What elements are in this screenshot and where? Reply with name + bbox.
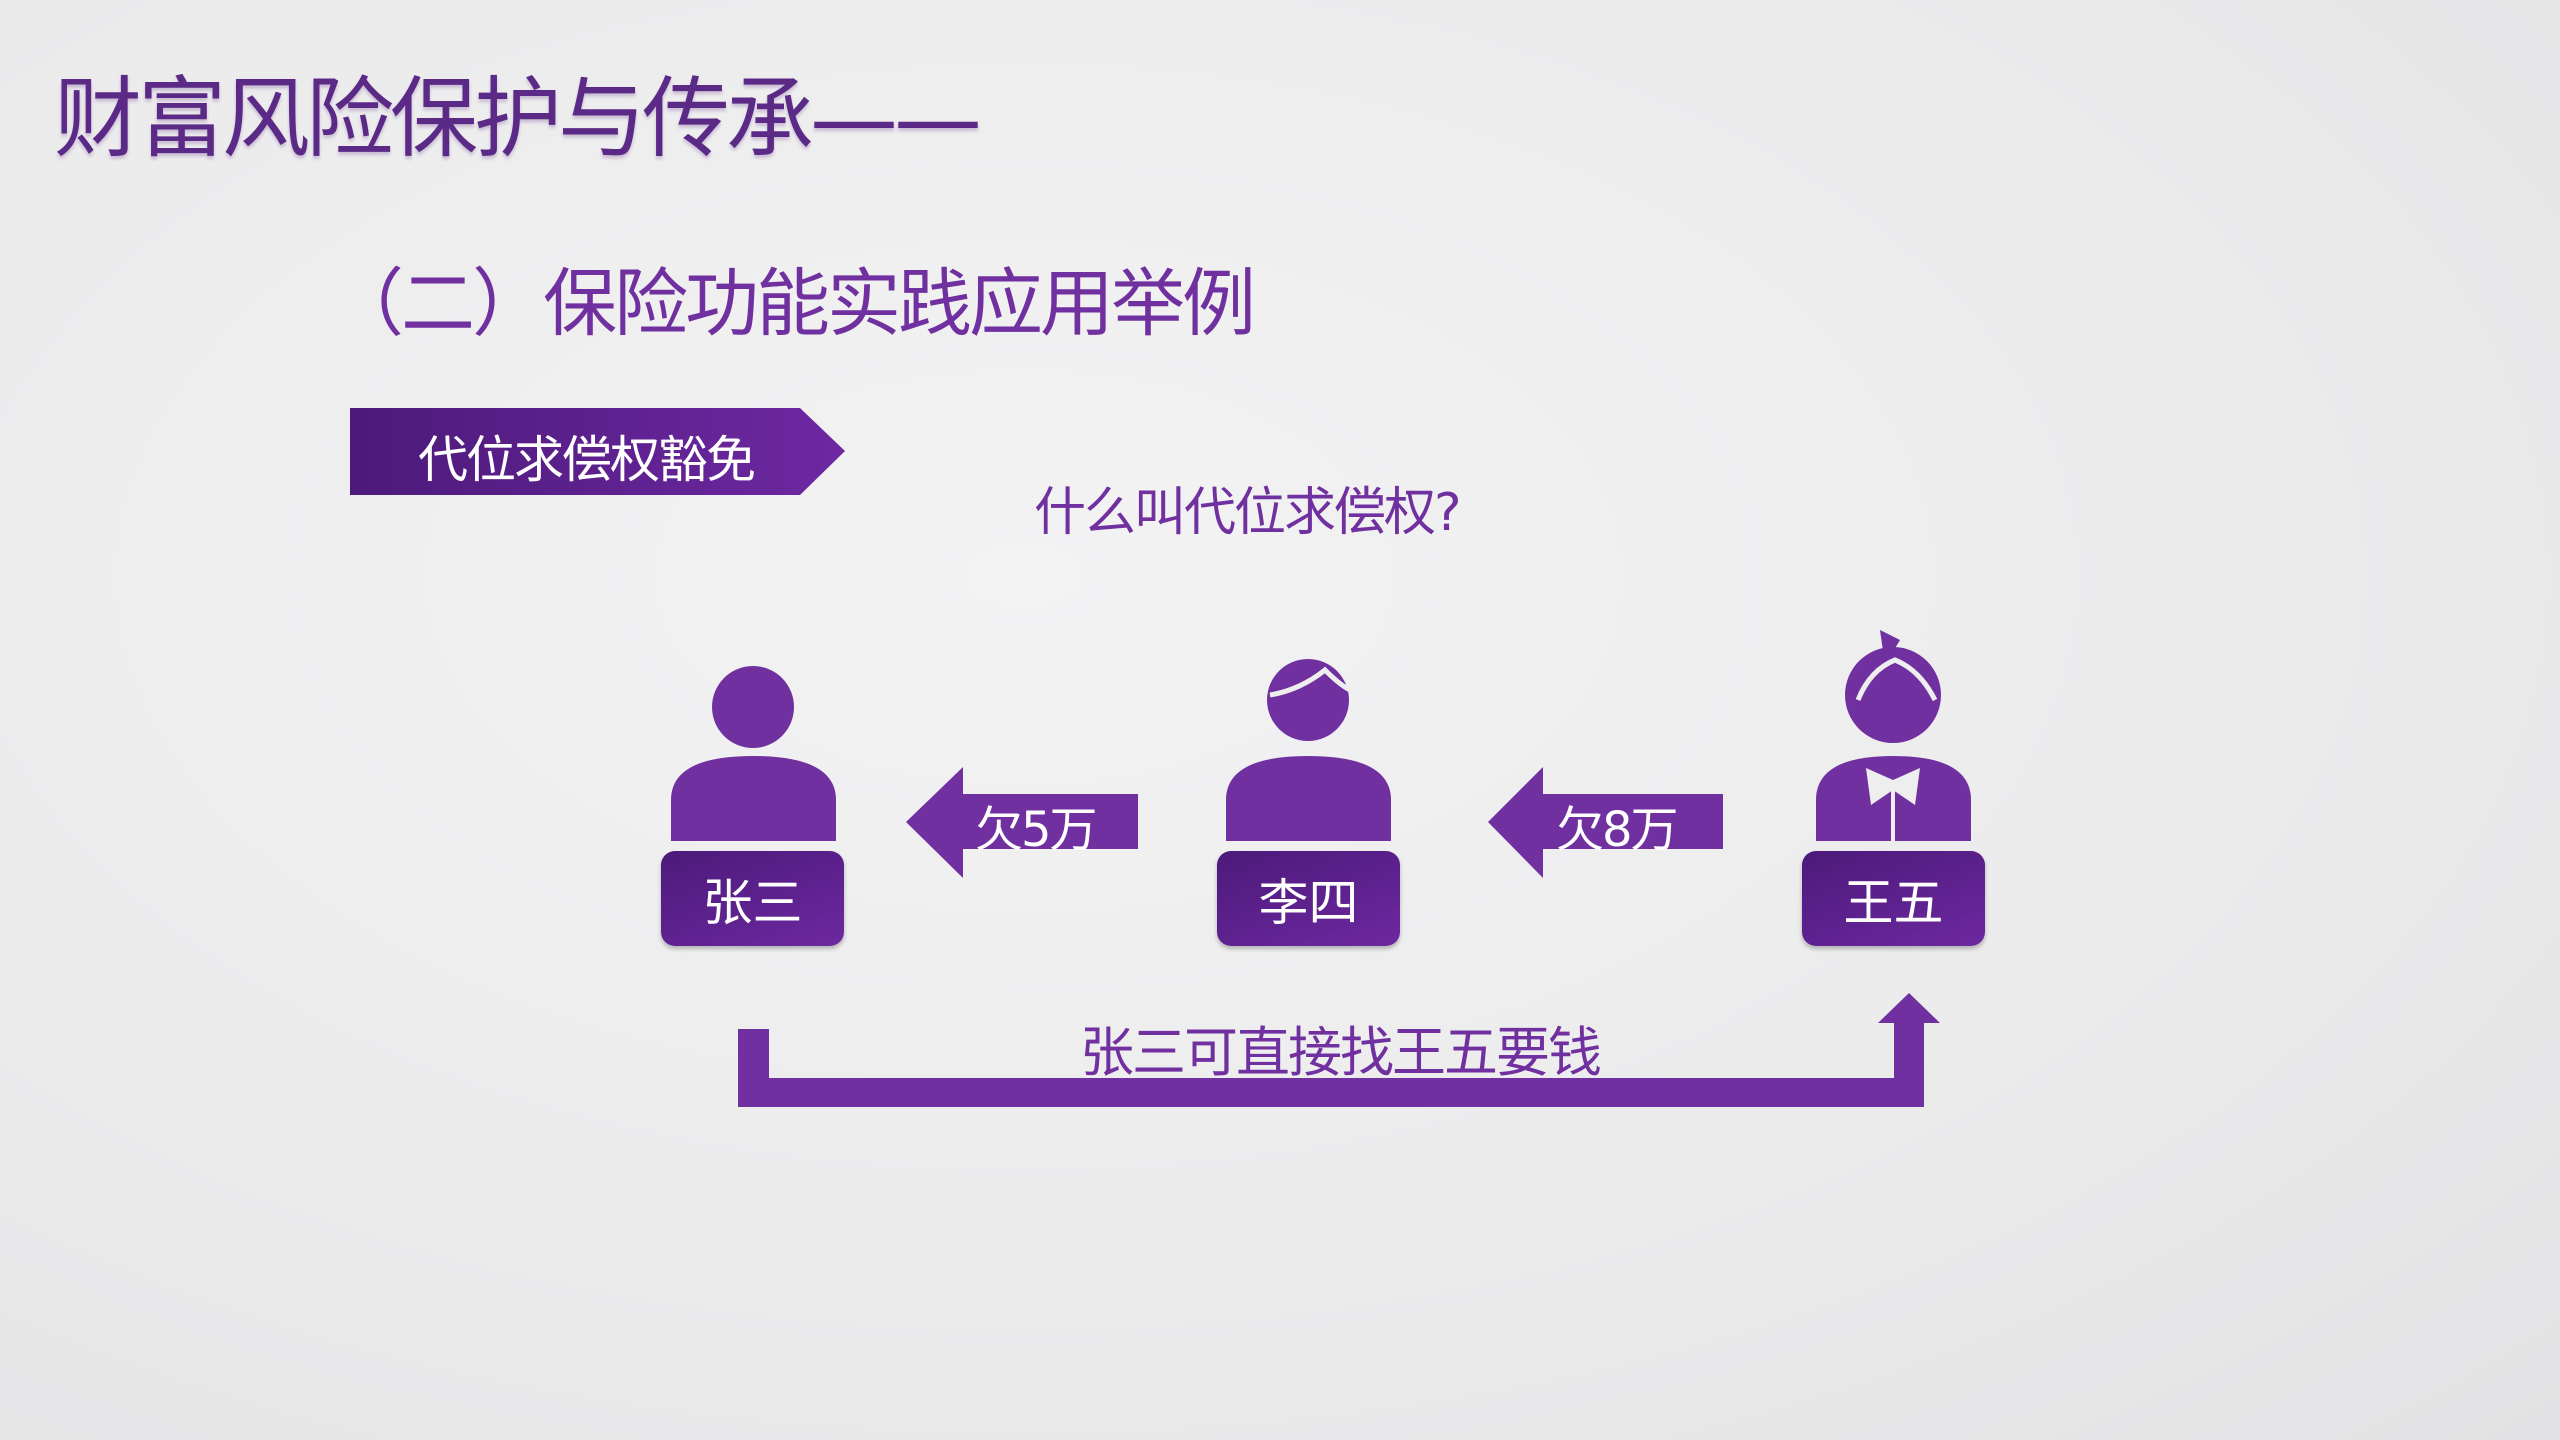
slide-subtitle: （二）保险功能实践应用举例 bbox=[330, 261, 1256, 347]
debt-label-1: 欠5万 bbox=[975, 802, 1098, 858]
conclusion-text: 张三可直接找王五要钱 bbox=[1080, 1021, 1602, 1084]
person-label-zhangsan: 张三 bbox=[661, 851, 844, 946]
person-label-wangwu: 王五 bbox=[1802, 851, 1985, 946]
connector-arrow bbox=[738, 993, 1940, 1107]
person-icon-zhangsan bbox=[671, 666, 836, 841]
person-icon-lisi bbox=[1226, 659, 1391, 841]
debt-label-2: 欠8万 bbox=[1556, 802, 1679, 858]
banner-label: 代位求偿权豁免 bbox=[418, 431, 756, 489]
arrow-left-1 bbox=[906, 767, 1138, 878]
banner-shape bbox=[350, 408, 845, 495]
arrow-left-2 bbox=[1488, 767, 1723, 878]
question-text: 什么叫代位求偿权? bbox=[1034, 483, 1462, 543]
person-icon-wangwu bbox=[1816, 630, 1971, 841]
slide-title: 财富风险保护与传承—— bbox=[54, 67, 982, 170]
person-label-lisi: 李四 bbox=[1217, 851, 1400, 946]
